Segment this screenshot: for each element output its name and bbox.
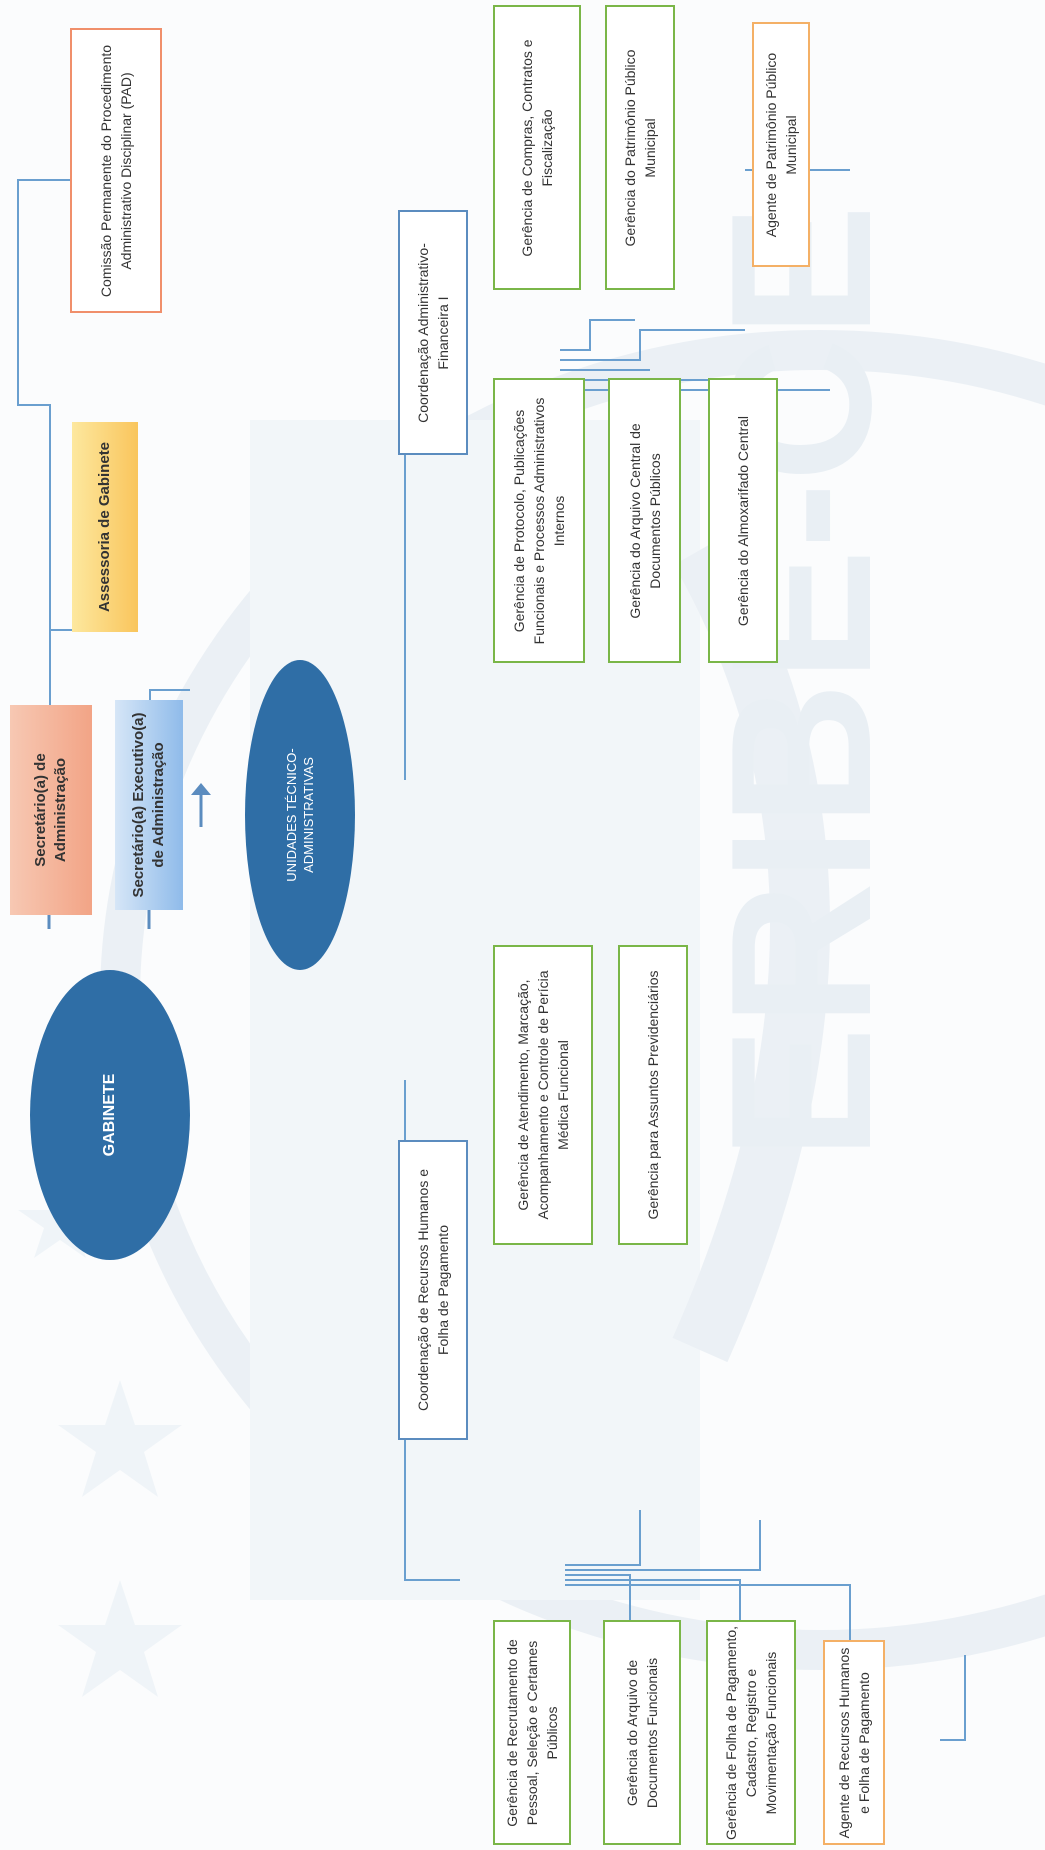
gabinete-node: GABINETE (30, 970, 190, 1260)
unidades-node: UNIDADES TÉCNICO-ADMINISTRATIVAS (245, 660, 355, 970)
gerencia-atendimento-label: Gerência de Atendimento, Marcação, Acomp… (515, 970, 571, 1220)
gerencia-arquivo-central-node: Gerência do Arquivo Central de Documento… (608, 378, 681, 663)
agente-rh-node: Agente de Recursos Humanos e Folha de Pa… (823, 1640, 885, 1845)
assessoria-node: Assessoria de Gabinete (72, 422, 138, 632)
secretario-executivo-node: Secretário(a) Executivo(a) de Administra… (115, 700, 183, 910)
gerencia-previdenciarios-node: Gerência para Assuntos Previdenciários (618, 945, 688, 1245)
gerencia-protocolo-label: Gerência de Protocolo, Publicações Funci… (511, 397, 567, 644)
gerencia-arquivo-funcionais-label: Gerência do Arquivo de Documentos Funcio… (624, 1657, 660, 1808)
assessoria-label: Assessoria de Gabinete (96, 441, 113, 613)
gerencia-patrimonio-label: Gerência do Patrimônio Público Municipal (622, 49, 658, 246)
comissao-label: Comissão Permanente do Procedimento Admi… (98, 44, 134, 297)
comissao-node: Comissão Permanente do Procedimento Admi… (70, 28, 162, 313)
coord-admin-label: Coordenação Administrativo-Financeira I (415, 242, 451, 423)
gerencia-arquivo-central-label: Gerência do Arquivo Central de Documento… (626, 422, 663, 619)
gerencia-almoxarifado-label: Gerência do Almoxarifado Central (735, 415, 751, 626)
gerencia-folha-label: Gerência de Folha de Pagamento, Cadastro… (723, 1625, 779, 1840)
unidades-label: UNIDADES TÉCNICO-ADMINISTRATIVAS (284, 748, 316, 882)
gabinete-label: GABINETE (101, 1073, 118, 1157)
gerencia-compras-node: Gerência de Compras, Contratos e Fiscali… (493, 5, 581, 290)
secretario-label: Secretário(a) de Administração (32, 753, 69, 867)
gerencia-compras-label: Gerência de Compras, Contratos e Fiscali… (519, 38, 555, 257)
arrow-to-unidades (191, 783, 211, 827)
agente-patrimonio-node: Agente de Patrimônio Público Municipal (752, 22, 810, 267)
gerencia-atendimento-node: Gerência de Atendimento, Marcação, Acomp… (493, 945, 593, 1245)
secretario-node: Secretário(a) de Administração (10, 705, 92, 915)
gerencia-folha-node: Gerência de Folha de Pagamento, Cadastro… (706, 1620, 796, 1845)
gerencia-protocolo-node: Gerência de Protocolo, Publicações Funci… (493, 378, 585, 663)
agente-rh-label: Agente de Recursos Humanos e Folha de Pa… (836, 1647, 872, 1838)
coord-rh-label: Coordenação de Recursos Humanos e Folha … (415, 1168, 451, 1412)
agente-patrimonio-label: Agente de Patrimônio Público Municipal (763, 52, 799, 237)
gerencia-almoxarifado-node: Gerência do Almoxarifado Central (708, 378, 778, 663)
coord-admin-node: Coordenação Administrativo-Financeira I (398, 210, 468, 455)
coord-rh-node: Coordenação de Recursos Humanos e Folha … (398, 1140, 468, 1440)
gerencia-recrutamento-node: Gerência de Recrutamento de Pessoal, Sel… (493, 1620, 571, 1845)
gerencia-recrutamento-label: Gerência de Recrutamento de Pessoal, Sel… (504, 1638, 560, 1827)
watermark-text: ERIBE-CE (690, 204, 913, 1160)
gerencia-arquivo-funcionais-node: Gerência do Arquivo de Documentos Funcio… (603, 1620, 681, 1845)
gerencia-patrimonio-node: Gerência do Patrimônio Público Municipal (605, 5, 675, 290)
gerencia-previdenciarios-label: Gerência para Assuntos Previdenciários (645, 970, 661, 1220)
secretario-executivo-label: Secretário(a) Executivo(a) de Administra… (130, 712, 167, 898)
